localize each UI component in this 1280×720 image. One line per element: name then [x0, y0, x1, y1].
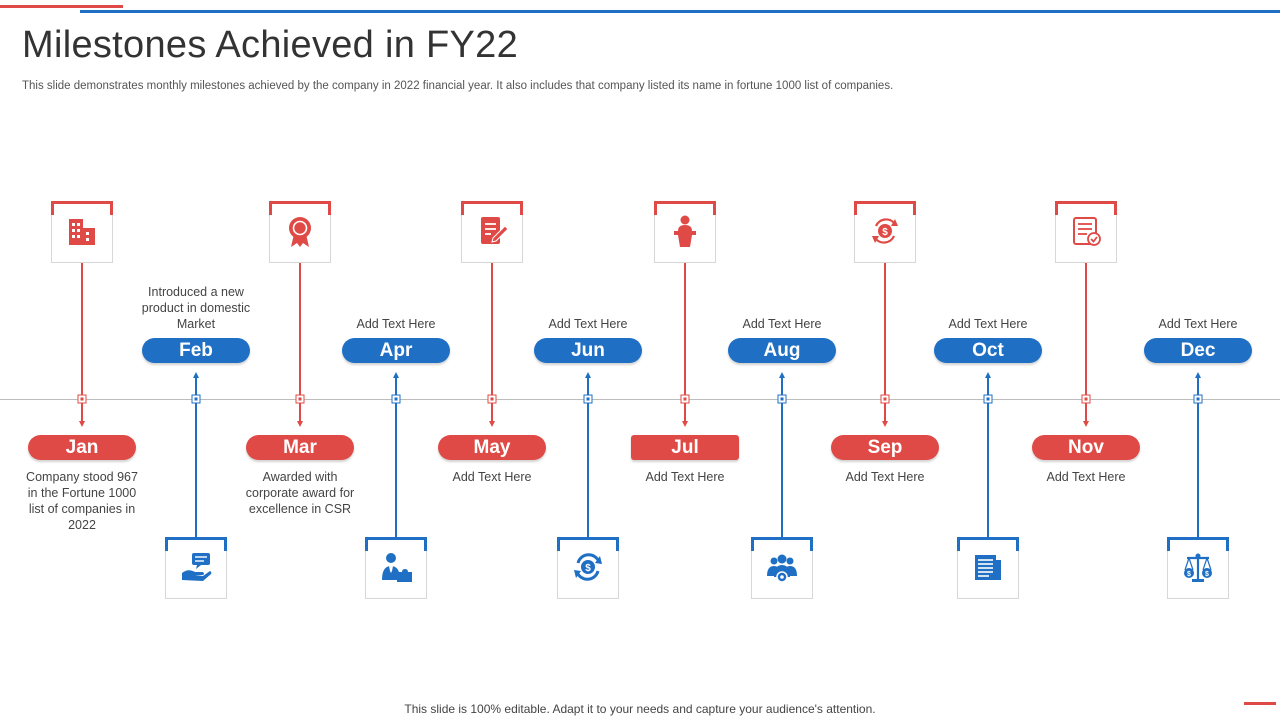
icon-box-jun: $ [557, 537, 619, 599]
icon-box-aug [751, 537, 813, 599]
timeline-marker-may [487, 394, 497, 404]
arrow-oct [985, 372, 991, 378]
bottom-accent-red [1244, 702, 1276, 705]
dollar-cycle-icon: $ [571, 550, 605, 589]
svg-text:$: $ [1187, 571, 1191, 578]
icon-box-mar [269, 201, 331, 263]
timeline-marker-feb [191, 394, 201, 404]
arrow-apr [393, 372, 399, 378]
arrow-jan [79, 421, 85, 427]
timeline-marker-oct [983, 394, 993, 404]
arrow-mar [297, 421, 303, 427]
connector-line-nov [1085, 262, 1087, 422]
top-accent-red [0, 5, 123, 8]
month-pill-sep: Sep [831, 435, 939, 460]
timeline-marker-nov [1081, 394, 1091, 404]
milestone-text-sep: Add Text Here [845, 470, 925, 484]
milestone-text-jun: Add Text Here [548, 317, 628, 331]
milestone-text-oct: Add Text Here [948, 317, 1028, 331]
svg-text:$: $ [585, 563, 591, 574]
icon-box-feb [165, 537, 227, 599]
team-gear-icon [765, 550, 799, 589]
month-pill-jan: Jan [28, 435, 136, 460]
month-pill-oct: Oct [934, 338, 1042, 363]
timeline-marker-jul [680, 394, 690, 404]
speaker-podium-icon [668, 214, 702, 253]
connector-line-apr [395, 378, 397, 540]
dollar-exchange-icon: $ [868, 214, 902, 253]
milestone-text-nov: Add Text Here [1046, 470, 1126, 484]
building-icon [65, 214, 99, 253]
slide-footer: This slide is 100% editable. Adapt it to… [404, 702, 876, 716]
timeline-marker-jan [77, 394, 87, 404]
timeline-marker-sep [880, 394, 890, 404]
user-puzzle-icon [379, 550, 413, 589]
arrow-may [489, 421, 495, 427]
milestone-text-apr: Add Text Here [356, 317, 436, 331]
balance-scale-icon: $$ [1181, 550, 1215, 589]
connector-line-sep [884, 262, 886, 422]
timeline-marker-aug [777, 394, 787, 404]
month-pill-aug: Aug [728, 338, 836, 363]
icon-box-apr [365, 537, 427, 599]
milestone-text-may: Add Text Here [452, 470, 532, 484]
document-edit-icon [475, 214, 509, 253]
icon-box-oct [957, 537, 1019, 599]
svg-text:$: $ [1205, 571, 1209, 578]
connector-line-jan [81, 262, 83, 422]
arrow-jun [585, 372, 591, 378]
checklist-icon [1069, 214, 1103, 253]
month-pill-jun: Jun [534, 338, 642, 363]
month-pill-mar: Mar [246, 435, 354, 460]
connector-line-mar [299, 262, 301, 422]
connector-line-aug [781, 378, 783, 540]
arrow-jul [682, 421, 688, 427]
award-badge-icon [283, 214, 317, 253]
slide-subtitle: This slide demonstrates monthly mileston… [22, 80, 894, 92]
month-pill-feb: Feb [142, 338, 250, 363]
icon-box-jan [51, 201, 113, 263]
newspaper-icon [971, 550, 1005, 589]
connector-line-oct [987, 378, 989, 540]
milestone-text-dec: Add Text Here [1158, 317, 1238, 331]
icon-box-sep: $ [854, 201, 916, 263]
slide-title: Milestones Achieved in FY22 [22, 24, 519, 66]
timeline-axis [0, 399, 1280, 400]
month-pill-nov: Nov [1032, 435, 1140, 460]
top-accent-blue [80, 10, 1280, 13]
connector-line-may [491, 262, 493, 422]
month-pill-jul: Jul [631, 435, 739, 460]
milestone-text-aug: Add Text Here [742, 317, 822, 331]
connector-line-feb [195, 378, 197, 540]
timeline-marker-dec [1193, 394, 1203, 404]
month-pill-apr: Apr [342, 338, 450, 363]
arrow-nov [1083, 421, 1089, 427]
connector-line-jul [684, 262, 686, 422]
arrow-sep [882, 421, 888, 427]
arrow-aug [779, 372, 785, 378]
timeline-marker-mar [295, 394, 305, 404]
month-pill-dec: Dec [1144, 338, 1252, 363]
arrow-dec [1195, 372, 1201, 378]
icon-box-may [461, 201, 523, 263]
timeline-marker-apr [391, 394, 401, 404]
milestone-text-jan: Company stood 967 in the Fortune 1000 li… [26, 470, 138, 532]
icon-box-nov [1055, 201, 1117, 263]
arrow-feb [193, 372, 199, 378]
icon-box-jul [654, 201, 716, 263]
connector-line-dec [1197, 378, 1199, 540]
milestone-text-mar: Awarded with corporate award for excelle… [245, 470, 355, 516]
timeline-marker-jun [583, 394, 593, 404]
connector-line-jun [587, 378, 589, 540]
icon-box-dec: $$ [1167, 537, 1229, 599]
month-pill-may: May [438, 435, 546, 460]
milestone-text-jul: Add Text Here [645, 470, 725, 484]
milestone-text-feb: Introduced a new product in domestic Mar… [141, 285, 251, 331]
hand-chat-icon [179, 550, 213, 589]
svg-text:$: $ [882, 227, 888, 238]
